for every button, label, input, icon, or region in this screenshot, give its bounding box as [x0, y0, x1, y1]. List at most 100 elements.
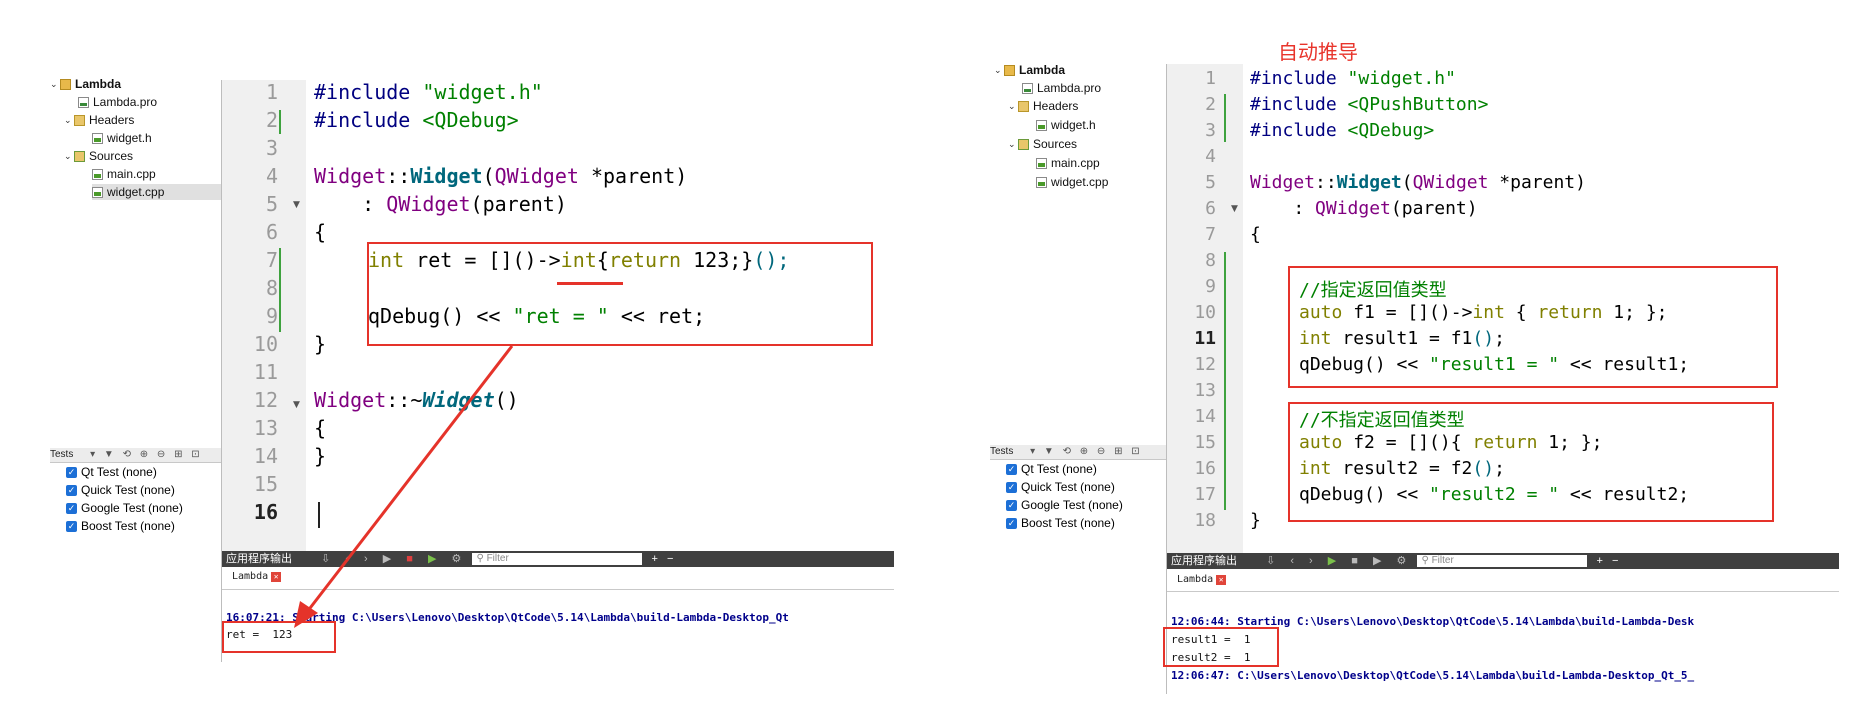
test-item-google[interactable]: ✓ Google Test (none) [66, 501, 183, 516]
filter-input[interactable]: ⚲ Filter [1417, 555, 1588, 568]
toolbar-icons[interactable]: ▾ ▼ ⟲ ⊕ ⊖ ⊞ ⊡ [1030, 446, 1143, 457]
fold-arrow-icon[interactable]: ▼ [1231, 204, 1238, 214]
cpp-file-icon [1036, 176, 1047, 188]
code-line: qDebug() << "ret = " << ret; [368, 304, 705, 328]
tree-item-sources[interactable]: ⌄ Sources [1008, 136, 1077, 152]
chevron-down-icon[interactable]: ⌄ [1008, 139, 1016, 149]
chevron-down-icon[interactable]: ⌄ [64, 115, 72, 125]
add-icon[interactable]: + [1596, 555, 1603, 567]
test-item-qt[interactable]: ✓ Qt Test (none) [66, 465, 157, 480]
test-item-boost[interactable]: ✓ Boost Test (none) [66, 519, 175, 534]
right-screenshot: 自动推导 ⌄ Lambda Lambda.pro ⌄ Headers widge… [990, 0, 1854, 714]
tab-label: Lambda [1177, 574, 1214, 585]
tree-item-widget-h[interactable]: widget.h [1036, 117, 1096, 133]
line-number: 9 [1205, 276, 1216, 297]
token: ret = []()-> [404, 248, 561, 272]
line-number: 11 [253, 360, 278, 384]
output-title: 应用程序输出 [226, 553, 292, 565]
tree-item-headers[interactable]: ⌄ Headers [64, 112, 134, 128]
minus-icon[interactable]: − [1612, 555, 1619, 567]
tree-item-main-cpp[interactable]: main.cpp [92, 166, 156, 182]
tree-item-project[interactable]: ⌄ Lambda [50, 76, 121, 92]
test-item-google[interactable]: ✓ Google Test (none) [1006, 498, 1123, 513]
filter-input[interactable]: ⚲ Filter [472, 553, 643, 566]
chevron-down-icon[interactable]: ⌄ [50, 79, 58, 89]
tree-item-widget-cpp[interactable]: widget.cpp [92, 184, 222, 200]
tree-label: widget.h [1051, 118, 1096, 132]
test-label: Qt Test (none) [81, 465, 157, 479]
line-number: 12 [253, 388, 278, 412]
close-icon[interactable]: ✕ [271, 571, 282, 582]
token: <QDebug> [422, 108, 519, 132]
tree-label: Headers [1033, 99, 1079, 113]
token: ( [482, 164, 495, 188]
tree-item-pro-file[interactable]: Lambda.pro [78, 94, 157, 110]
code-line: qDebug() << "result2 = " << result2; [1299, 484, 1689, 505]
test-item-quick[interactable]: ✓ Quick Test (none) [66, 483, 175, 498]
add-icon[interactable]: + [651, 553, 658, 565]
checkbox-icon[interactable]: ✓ [66, 485, 77, 496]
tree-label: Lambda.pro [1037, 81, 1102, 95]
checkbox-icon[interactable]: ✓ [1006, 482, 1017, 493]
test-item-boost[interactable]: ✓ Boost Test (none) [1006, 516, 1115, 531]
header-file-icon [1036, 119, 1047, 131]
tree-item-headers[interactable]: ⌄ Headers [1008, 98, 1078, 114]
toolbar-icons[interactable]: ▾ ▼ ⟲ ⊕ ⊖ ⊞ ⊡ [90, 449, 203, 460]
token: int [1299, 328, 1332, 349]
output-tab-lambda[interactable]: Lambda ✕ [1177, 574, 1227, 585]
folder-icon [1018, 138, 1029, 150]
editor-divider [221, 80, 222, 662]
token: int [368, 248, 405, 272]
run-icon[interactable]: ▶ [428, 553, 443, 565]
tree-item-widget-h[interactable]: widget.h [92, 130, 152, 146]
run-icon[interactable]: ▶ [1327, 555, 1343, 567]
minus-icon[interactable]: − [667, 553, 674, 565]
chevron-down-icon[interactable]: ⌄ [1008, 101, 1016, 111]
tree-item-pro-file[interactable]: Lambda.pro [1022, 80, 1101, 96]
test-item-quick[interactable]: ✓ Quick Test (none) [1006, 480, 1115, 495]
checkbox-icon[interactable]: ✓ [1006, 518, 1017, 529]
output-tab-lambda[interactable]: Lambda ✕ [232, 571, 282, 582]
checkbox-icon[interactable]: ✓ [66, 521, 77, 532]
checkbox-icon[interactable]: ✓ [1006, 464, 1017, 475]
tree-label: main.cpp [1051, 156, 1100, 170]
highlight-box [367, 242, 873, 346]
test-label: Qt Test (none) [1021, 462, 1097, 476]
checkbox-icon[interactable]: ✓ [66, 503, 77, 514]
line-number: 6 [1205, 198, 1216, 219]
change-marker [1224, 94, 1226, 142]
token: Widget [422, 388, 495, 412]
token: } [1250, 510, 1261, 531]
checkbox-icon[interactable]: ✓ [66, 467, 77, 478]
test-label: Quick Test (none) [1021, 480, 1115, 494]
cpp-file-icon [92, 168, 103, 180]
tree-label: Headers [89, 113, 135, 127]
tree-label: Lambda [75, 77, 122, 91]
token: Widget [410, 164, 483, 188]
checkbox-icon[interactable]: ✓ [1006, 500, 1017, 511]
underline-mark [557, 282, 623, 285]
stop-icon[interactable]: ■ [406, 553, 419, 565]
line-number: 6 [265, 220, 278, 244]
tree-item-main-cpp[interactable]: main.cpp [1036, 155, 1100, 171]
fold-arrow-icon[interactable]: ▼ [293, 400, 300, 410]
tree-item-widget-cpp[interactable]: widget.cpp [1036, 174, 1108, 190]
editor-divider [1166, 64, 1167, 694]
fold-arrow-icon[interactable]: ▼ [293, 200, 300, 210]
token: (); [753, 248, 790, 272]
token: f2 = [](){ [1342, 432, 1473, 453]
token: int [1472, 302, 1505, 323]
tree-item-project[interactable]: ⌄ Lambda [994, 62, 1065, 78]
line-number: 2 [1205, 94, 1216, 115]
close-icon[interactable]: ✕ [1216, 574, 1227, 585]
tests-title: Tests [50, 449, 74, 460]
test-item-qt[interactable]: ✓ Qt Test (none) [1006, 462, 1097, 477]
output-toolbar-icons[interactable]: ⇩ ‹ › ▶ ■ ▶ ⚙ [321, 553, 468, 565]
project-icon [1004, 64, 1015, 76]
token: << ret; [608, 304, 706, 328]
output-toolbar-icons[interactable]: ⇩ ‹ › ▶ ■ ▶ ⚙ [1266, 555, 1413, 567]
chevron-down-icon[interactable]: ⌄ [64, 151, 72, 161]
chevron-down-icon[interactable]: ⌄ [994, 65, 1002, 75]
code-line: #include <QDebug> [1250, 120, 1434, 141]
tree-item-sources[interactable]: ⌄ Sources [64, 148, 133, 164]
